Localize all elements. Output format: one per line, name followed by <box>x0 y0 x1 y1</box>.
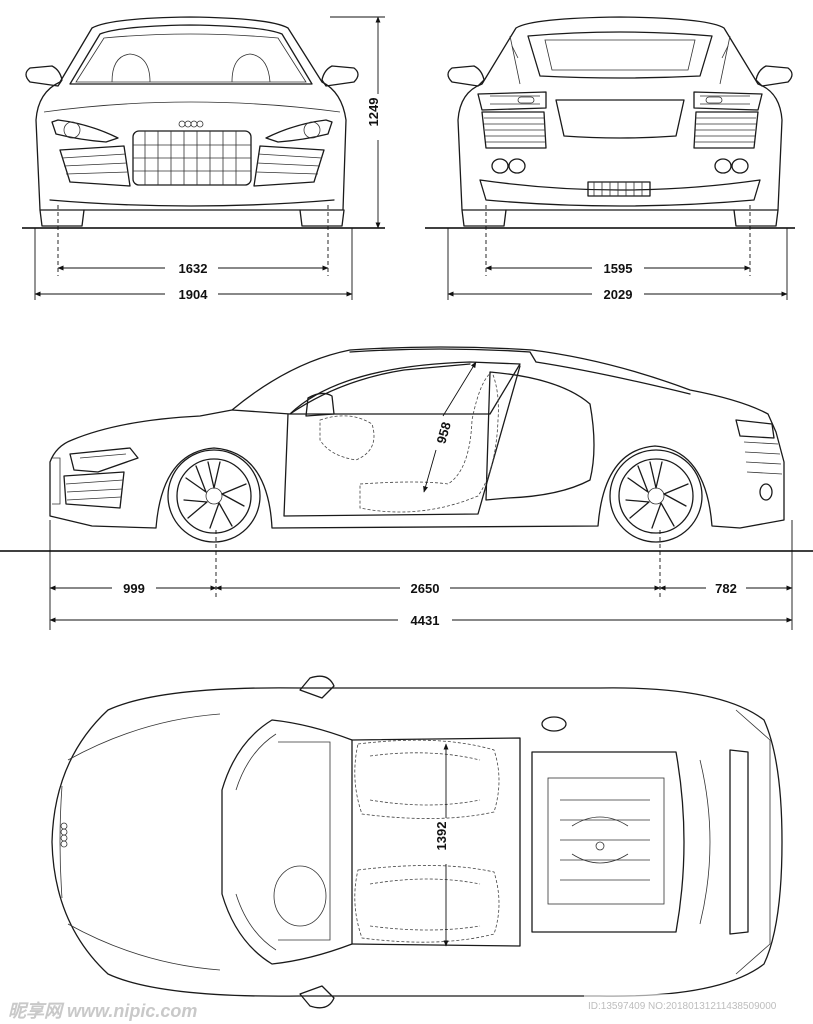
front-view <box>25 16 359 227</box>
front-wheel <box>167 449 261 543</box>
dim-cabin-width: 1392 <box>434 822 449 851</box>
top-view: 1392 <box>51 675 783 1009</box>
audi-rings-front <box>178 120 204 128</box>
dim-rear-track: 1595 <box>604 261 633 276</box>
rear-view <box>447 16 793 227</box>
front-dimensions: 1632 1904 1249 <box>34 16 385 302</box>
dim-front-overhang: 999 <box>123 581 145 596</box>
rear-dimensions: 1595 2029 <box>447 205 788 302</box>
dim-wheelbase: 2650 <box>411 581 440 596</box>
dim-rear-overhang: 782 <box>715 581 737 596</box>
side-view: 958 <box>49 346 785 529</box>
dim-length: 4431 <box>411 613 440 628</box>
watermark-id-bg <box>584 994 813 1016</box>
dim-seat-height: 958 <box>433 420 453 445</box>
dim-front-track: 1632 <box>179 261 208 276</box>
audi-rings-top <box>60 822 68 848</box>
rear-wheel <box>609 449 703 543</box>
watermark-id: ID:13597409 NO:20180131211438509000 <box>588 1001 777 1012</box>
side-dimensions: 999 2650 782 4431 <box>49 520 793 630</box>
dim-height: 1249 <box>366 98 381 127</box>
dim-width: 1904 <box>179 287 209 302</box>
watermark-brand: 昵享网 www.nipic.com <box>8 1001 197 1021</box>
dim-width-mirrors: 2029 <box>604 287 633 302</box>
